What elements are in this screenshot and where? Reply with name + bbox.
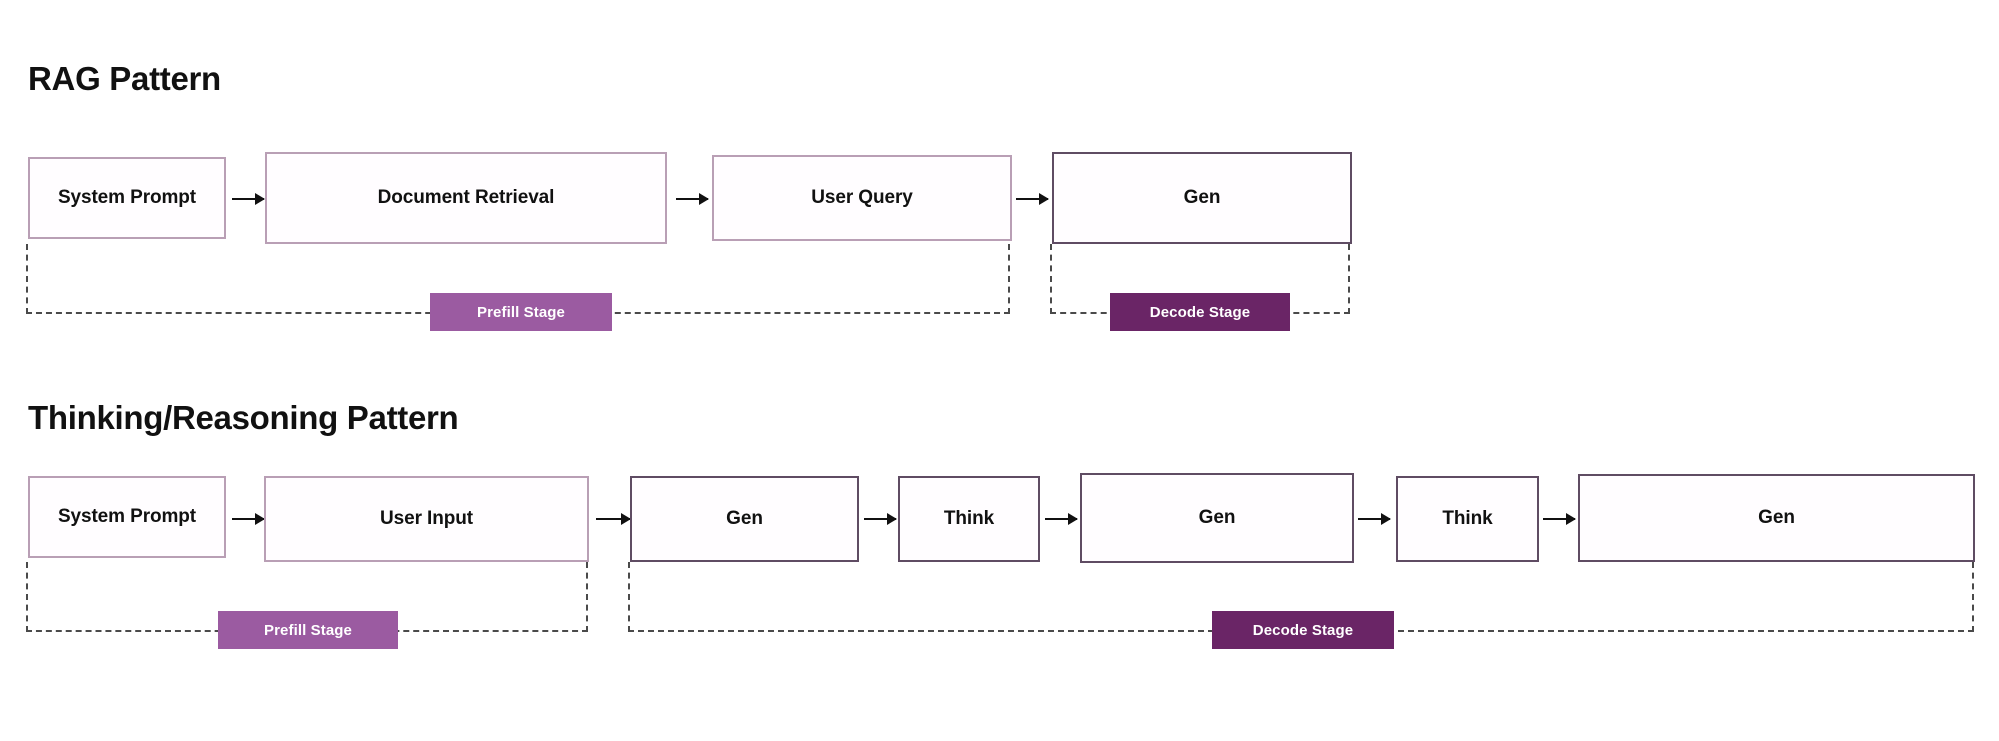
section-title-thinking-reasoning: Thinking/Reasoning Pattern bbox=[28, 399, 459, 436]
section-title-rag: RAG Pattern bbox=[28, 60, 221, 97]
arrow-gen-1-to-think-1 bbox=[864, 513, 897, 525]
badge-decode-stage-thinking: Decode Stage bbox=[1212, 611, 1394, 649]
badge-prefill-stage-rag: Prefill Stage bbox=[430, 293, 612, 331]
node-user-query[interactable]: User Query bbox=[712, 155, 1012, 241]
arrow-system-prompt-to-document-retrieval bbox=[232, 193, 265, 205]
node-system-prompt-rag[interactable]: System Prompt bbox=[28, 157, 226, 239]
node-user-input[interactable]: User Input bbox=[264, 476, 589, 562]
node-system-prompt-thinking[interactable]: System Prompt bbox=[28, 476, 226, 558]
node-think-1[interactable]: Think bbox=[898, 476, 1040, 562]
node-gen-3-thinking[interactable]: Gen bbox=[1578, 474, 1975, 562]
node-think-2[interactable]: Think bbox=[1396, 476, 1539, 562]
arrow-user-input-to-gen-1 bbox=[596, 513, 631, 525]
node-document-retrieval[interactable]: Document Retrieval bbox=[265, 152, 667, 244]
arrow-user-query-to-gen-rag bbox=[1016, 193, 1049, 205]
badge-prefill-stage-thinking: Prefill Stage bbox=[218, 611, 398, 649]
node-gen-2-thinking[interactable]: Gen bbox=[1080, 473, 1354, 563]
arrow-document-retrieval-to-user-query bbox=[676, 193, 709, 205]
arrow-think-2-to-gen-3 bbox=[1543, 513, 1576, 525]
node-gen-1-thinking[interactable]: Gen bbox=[630, 476, 859, 562]
arrow-gen-2-to-think-2 bbox=[1358, 513, 1391, 525]
arrow-system-prompt-to-user-input bbox=[232, 513, 265, 525]
badge-decode-stage-rag: Decode Stage bbox=[1110, 293, 1290, 331]
node-gen-rag[interactable]: Gen bbox=[1052, 152, 1352, 244]
arrow-think-1-to-gen-2 bbox=[1045, 513, 1078, 525]
